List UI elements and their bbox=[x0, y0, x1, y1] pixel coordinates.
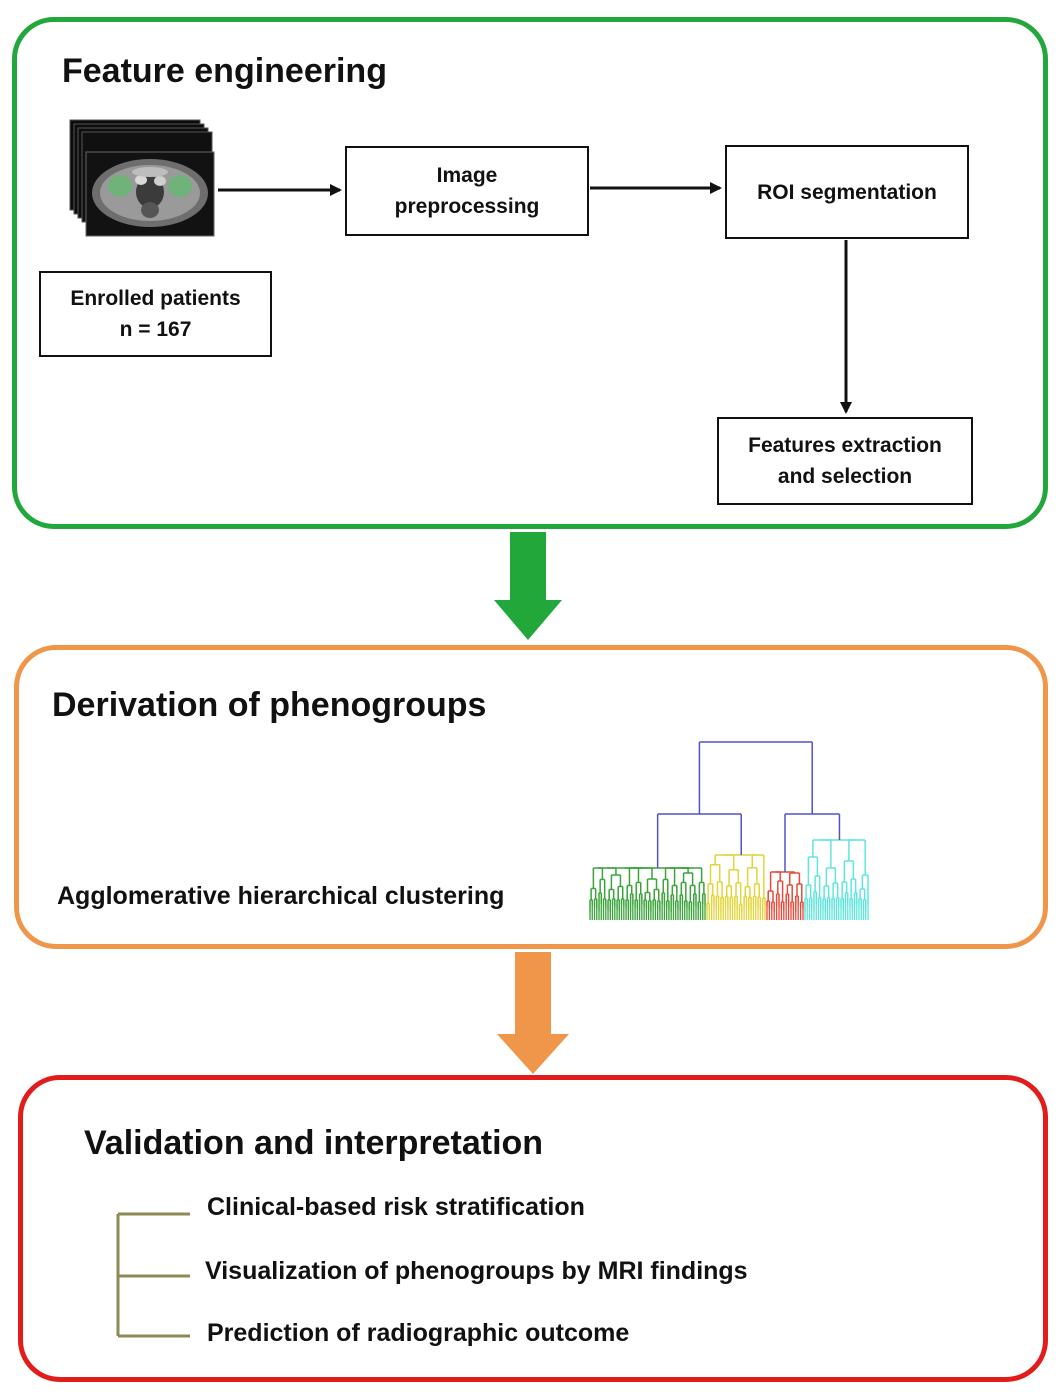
validation-item-2: Visualization of phenogroups by MRI find… bbox=[205, 1257, 748, 1285]
validation-item-1: Clinical-based risk stratification bbox=[207, 1193, 585, 1221]
feature-engineering-title: Feature engineering bbox=[62, 52, 387, 90]
phenogroups-panel bbox=[14, 645, 1048, 949]
image-preprocessing-text: Image preprocessing bbox=[394, 164, 540, 218]
roi-segmentation-text: ROI segmentation bbox=[757, 180, 937, 204]
orange-down-arrow bbox=[497, 952, 569, 1074]
validation-bracket bbox=[116, 1212, 190, 1338]
features-extraction-text: Features extraction and selection bbox=[748, 434, 942, 488]
green-down-arrow bbox=[494, 532, 562, 640]
image-preprocessing-box: Image preprocessing bbox=[345, 146, 589, 236]
validation-panel bbox=[18, 1075, 1048, 1382]
dendrogram bbox=[589, 741, 869, 920]
phenogroups-title: Derivation of phenogroups bbox=[52, 686, 487, 724]
enrolled-patients-text: Enrolled patients n = 167 bbox=[70, 287, 241, 341]
roi-segmentation-box: ROI segmentation bbox=[725, 145, 969, 239]
validation-item-3: Prediction of radiographic outcome bbox=[207, 1319, 630, 1347]
features-extraction-box: Features extraction and selection bbox=[717, 417, 973, 505]
validation-title: Validation and interpretation bbox=[84, 1124, 544, 1162]
enrolled-patients-box: Enrolled patients n = 167 bbox=[39, 271, 272, 357]
clustering-label: Agglomerative hierarchical clustering bbox=[57, 882, 505, 910]
